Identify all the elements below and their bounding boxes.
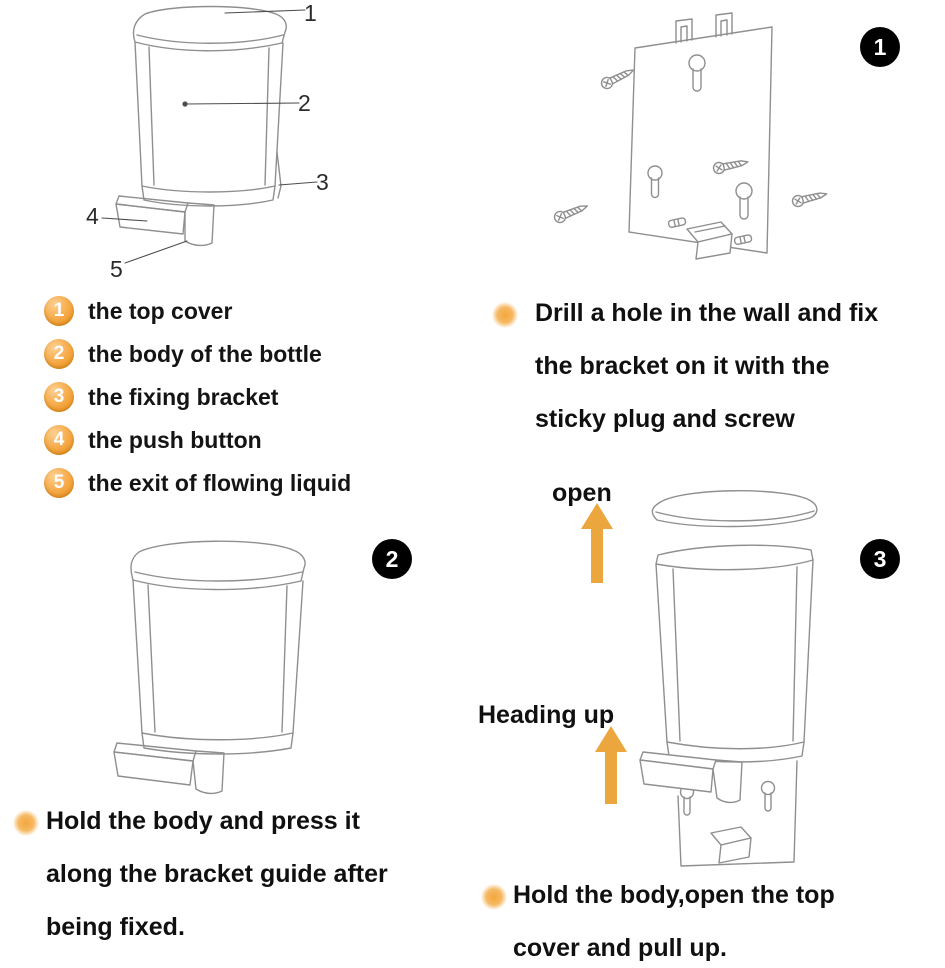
bullet-dot-icon bbox=[13, 810, 39, 836]
legend-label: the push button bbox=[88, 426, 262, 453]
step-1-line-3: sticky plug and screw bbox=[535, 405, 795, 433]
legend-item-top-cover: 1 the top cover bbox=[44, 296, 351, 326]
step-2-line-3: being fixed. bbox=[46, 913, 185, 941]
parts-legend: 1 the top cover 2 the body of the bottle… bbox=[44, 296, 351, 511]
legend-item-push-button: 4 the push button bbox=[44, 425, 351, 455]
step-3-line-1: Hold the body,open the top bbox=[513, 881, 835, 909]
legend-number-ball: 4 bbox=[44, 425, 74, 455]
wall-plug-shapes bbox=[667, 217, 753, 245]
legend-item-body: 2 the body of the bottle bbox=[44, 339, 351, 369]
up-arrow-icon bbox=[595, 726, 627, 804]
step-1-line-1: Drill a hole in the wall and fix bbox=[535, 299, 879, 327]
legend-label: the fixing bracket bbox=[88, 383, 279, 410]
legend-label: the body of the bottle bbox=[88, 340, 322, 367]
legend-item-bracket: 3 the fixing bracket bbox=[44, 382, 351, 412]
open-top-rim-shape bbox=[655, 544, 814, 571]
liquid-exit-shape bbox=[192, 750, 225, 795]
bullet-dot-icon bbox=[481, 884, 507, 910]
callout-5: 5 bbox=[110, 256, 123, 282]
heading-up-label: Heading up bbox=[478, 701, 615, 729]
legend-label: the exit of flowing liquid bbox=[88, 469, 352, 496]
step-2-badge: 2 bbox=[372, 539, 412, 579]
dispenser-step2-drawing bbox=[113, 540, 306, 795]
legend-label: the top cover bbox=[88, 297, 233, 324]
bottle-body-shape bbox=[655, 559, 814, 763]
dispenser-parts-drawing bbox=[101, 5, 318, 264]
up-arrow-icon bbox=[581, 503, 613, 583]
top-cover-shape bbox=[130, 540, 306, 591]
step-2-text: Hold the body and press it along the bra… bbox=[46, 795, 388, 954]
fixing-bracket-edge-shape bbox=[276, 151, 282, 199]
step-3-badge: 3 bbox=[860, 539, 900, 579]
liquid-exit-shape bbox=[712, 759, 743, 804]
bracket-plate-shape bbox=[628, 12, 773, 254]
callout-1: 1 bbox=[304, 0, 317, 26]
bottle-body-shape bbox=[134, 41, 284, 207]
dispenser-step3-drawing bbox=[639, 544, 814, 867]
step-1-line-2: the bracket on it with the bbox=[535, 352, 830, 380]
floating-top-cover-drawing bbox=[651, 490, 818, 528]
bracket-clip-shape bbox=[710, 826, 752, 864]
callout-2: 2 bbox=[298, 90, 311, 116]
legend-number-ball: 5 bbox=[44, 468, 74, 498]
bottle-body-shape bbox=[132, 579, 304, 755]
callout-lines bbox=[101, 9, 318, 264]
open-label: open bbox=[552, 479, 612, 507]
step-1-text: Drill a hole in the wall and fix the bra… bbox=[535, 287, 878, 446]
step-2-line-2: along the bracket guide after bbox=[46, 860, 388, 888]
step-2-line-1: Hold the body and press it bbox=[46, 807, 360, 835]
legend-number-ball: 2 bbox=[44, 339, 74, 369]
callout-4: 4 bbox=[86, 203, 99, 229]
push-button-shape bbox=[639, 751, 717, 793]
bracket-plate-shape bbox=[677, 760, 798, 867]
screw-shapes bbox=[552, 64, 829, 225]
bracket-clip-shape bbox=[686, 221, 733, 260]
bullet-dot-icon bbox=[492, 302, 518, 328]
legend-number-ball: 3 bbox=[44, 382, 74, 412]
legend-number-ball: 1 bbox=[44, 296, 74, 326]
liquid-exit-shape bbox=[184, 202, 215, 247]
top-cover-shape bbox=[132, 5, 287, 52]
step-1-badge: 1 bbox=[860, 27, 900, 67]
step-3-line-2: cover and pull up. bbox=[513, 934, 727, 962]
legend-item-liquid-exit: 5 the exit of flowing liquid bbox=[44, 468, 351, 498]
callout-3: 3 bbox=[316, 169, 329, 195]
keyhole-slots bbox=[647, 54, 753, 220]
wall-bracket-drawing bbox=[552, 12, 829, 260]
step-3-text: Hold the body,open the top cover and pul… bbox=[513, 869, 835, 968]
